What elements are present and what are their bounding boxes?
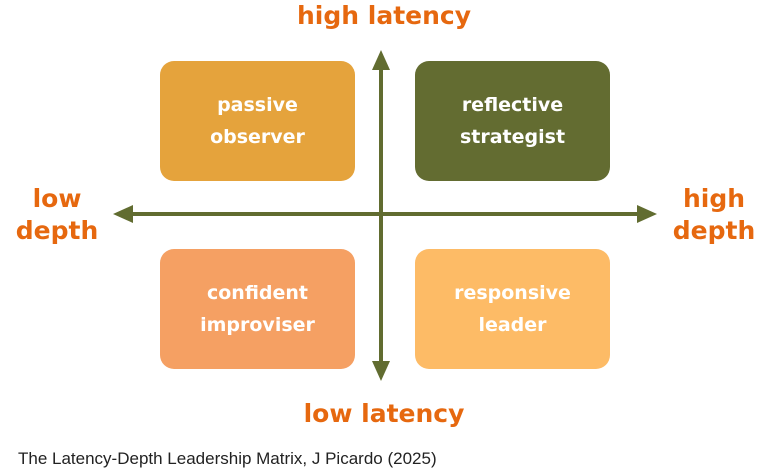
- quadrant-label-line: confident: [206, 282, 309, 304]
- axis-label-high-depth: high depth: [660, 183, 768, 247]
- axis-label-low-latency: low latency: [303, 399, 465, 428]
- quadrant-confident-improviser: confident improviser: [160, 249, 355, 369]
- axis-label-high-latency: high latency: [296, 1, 472, 30]
- arrow-right-icon: [637, 205, 657, 223]
- arrow-down-icon: [372, 361, 390, 381]
- quadrant-reflective-strategist: reflective strategist: [415, 61, 610, 181]
- quadrant-label-line: responsive: [454, 282, 571, 304]
- quadrant-passive-observer: passive observer: [160, 61, 355, 181]
- quadrant-label-line: improviser: [200, 314, 315, 336]
- arrow-left-icon: [113, 205, 133, 223]
- axis-label-line: low: [32, 184, 82, 213]
- caption: The Latency-Depth Leadership Matrix, J P…: [18, 449, 437, 468]
- axis-label-line: depth: [672, 216, 756, 245]
- quadrant-label-line: reflective: [461, 94, 564, 116]
- axis-label-low-depth: low depth: [0, 183, 114, 247]
- arrow-up-icon: [372, 50, 390, 70]
- quadrant-label-line: passive: [217, 94, 298, 116]
- quadrant-responsive-leader: responsive leader: [415, 249, 610, 369]
- quadrant-label-line: observer: [210, 126, 305, 148]
- quadrant-label-line: leader: [478, 314, 547, 336]
- axis-label-line: high: [682, 184, 746, 213]
- quadrant-label-line: strategist: [459, 126, 566, 148]
- axis-label-line: depth: [15, 216, 99, 245]
